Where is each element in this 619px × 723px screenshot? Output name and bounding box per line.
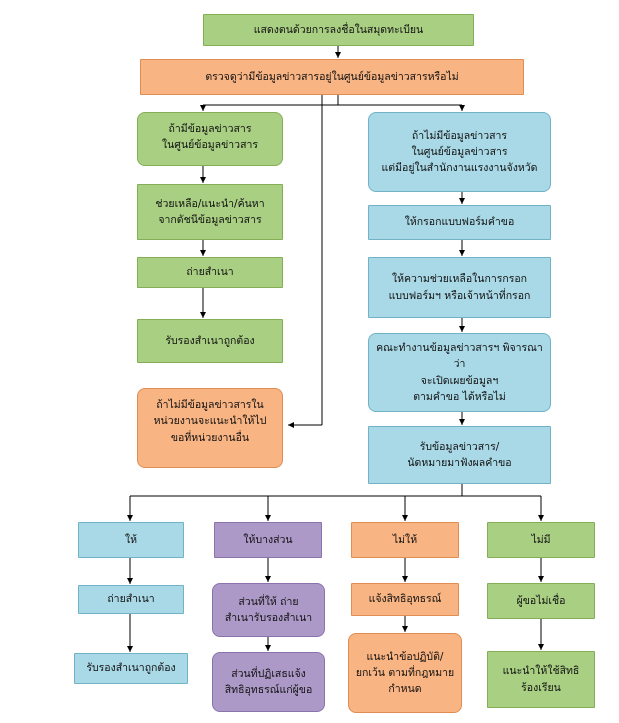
node-certify-left: รับรองสำเนาถูกต้อง	[137, 319, 283, 363]
node-text-line: ถ่ายสำเนา	[186, 266, 234, 279]
node-text: คณะทำงานข้อมูลข่าวสารฯ พิจารณาว่าจะเปิดเ…	[375, 340, 544, 405]
node-committee-review: คณะทำงานข้อมูลข่าวสารฯ พิจารณาว่าจะเปิดเ…	[368, 333, 551, 412]
node-text: รับรองสำเนาถูกต้อง	[86, 660, 175, 676]
node-text-line: ส่วนที่ปฏิเสธแจ้ง	[231, 667, 306, 680]
node-text-line: นัดหมายมาฟังผลคำขอ	[407, 457, 512, 469]
node-text-line: ให้	[124, 533, 138, 546]
node-text-line: ให้ความช่วยเหลือในการกรอก	[391, 273, 528, 286]
node-text-line: ช่วยเหลือ/แนะนำ/ค้นหา	[155, 197, 265, 210]
node-text-line: รับรองสำเนาถูกต้อง	[165, 334, 255, 347]
node-text-line: แสดงตนด้วยการลงชื่อในสมุดทะเบียน	[253, 23, 424, 36]
node-text: ส่วนที่ให้ ถ่ายสำเนารับรองสำเนา	[225, 594, 312, 627]
node-text-line: ในศูนย์ข้อมูลข่าวสาร	[161, 139, 259, 152]
node-text: แนะนำข้อปฏิบัติ/ ยกเว้น ตามที่กฎหมายกำหนด	[356, 649, 454, 698]
node-text-line: ส่วนที่ให้ ถ่าย	[238, 595, 299, 608]
node-text-line: ตรวจดูว่ามีข้อมูลข่าวสารอยู่ในศูนย์ข้อมู…	[205, 70, 459, 83]
node-assist-form: ให้ความช่วยเหลือในการกรอกแบบฟอร์มฯ หรือเ…	[368, 257, 551, 318]
node-text: ส่วนที่ปฏิเสธแจ้งสิทธิอุทธรณ์แก่ผู้ขอ	[225, 666, 313, 699]
node-text-line: ยกเว้น ตามที่กฎหมาย	[355, 666, 455, 679]
node-text: ผู้ขอไม่เชื่อ	[517, 593, 566, 609]
node-text-line: ให้กรอกแบบฟอร์มคำขอ	[404, 216, 515, 229]
node-text-line: คณะทำงานข้อมูลข่าวสารฯ พิจารณาว่า	[376, 341, 543, 371]
node-text-line: รับรองสำเนาถูกต้อง	[86, 662, 176, 675]
node-text-line: แนะนำข้อปฏิบัติ/	[366, 650, 444, 663]
node-text: แสดงตนด้วยการลงชื่อในสมุดทะเบียน	[254, 22, 423, 38]
node-text: ถ้าไม่มีข้อมูลข่าวสารในหน่วยงานจะแนะนำให…	[154, 397, 267, 446]
node-text: ถ้าไม่มีข้อมูลข่าวสารในศูนย์ข้อมูลข่าวสา…	[382, 128, 538, 177]
node-text-line: กำหนด	[388, 683, 422, 696]
node-text-line: หน่วยงานจะแนะนำให้ไป	[153, 415, 267, 428]
node-has-info: ถ้ามีข้อมูลข่าวสารในศูนย์ข้อมูลข่าวสาร	[137, 112, 283, 166]
node-text: ให้บางส่วน	[243, 532, 292, 548]
node-text: ให้	[125, 532, 137, 548]
node-text-line: ไม่ให้	[392, 533, 418, 546]
node-text: ไม่มี	[531, 532, 550, 548]
node-no-info-in-center: ถ้าไม่มีข้อมูลข่าวสารในศูนย์ข้อมูลข่าวสา…	[368, 112, 551, 192]
node-partial-copy-certify: ส่วนที่ให้ ถ่ายสำเนารับรองสำเนา	[212, 583, 325, 637]
node-text-line: แจ้งสิทธิอุทธรณ์	[368, 593, 442, 606]
node-text-line: ถ้าไม่มีข้อมูลข่าวสาร	[411, 129, 508, 142]
node-outcome-none: ไม่มี	[487, 522, 595, 558]
node-text-line: รับข้อมูลข่าวสาร/	[419, 440, 500, 453]
node-give-certify: รับรองสำเนาถูกต้อง	[74, 653, 188, 684]
node-check-info-center: ตรวจดูว่ามีข้อมูลข่าวสารอยู่ในศูนย์ข้อมู…	[140, 59, 524, 95]
node-give-copy: ถ่ายสำเนา	[78, 585, 184, 614]
node-text-line: แนะนำให้ใช้สิทธิ	[502, 665, 580, 678]
node-text: รับรองสำเนาถูกต้อง	[165, 333, 254, 349]
node-outcome-deny: ไม่ให้	[351, 522, 459, 558]
node-text-line: สำเนารับรองสำเนา	[224, 612, 313, 624]
node-text: ช่วยเหลือ/แนะนำ/ค้นหาจากดัชนีข้อมูลข่าวส…	[155, 196, 264, 229]
node-text: ถ่ายสำเนา	[107, 591, 154, 607]
node-text-line: แบบฟอร์มฯ หรือเจ้าหน้าที่กรอก	[388, 289, 531, 302]
node-text: ถ้ามีข้อมูลข่าวสารในศูนย์ข้อมูลข่าวสาร	[162, 121, 258, 154]
node-text-line: ให้บางส่วน	[243, 533, 293, 546]
node-partial-deny-appeal: ส่วนที่ปฏิเสธแจ้งสิทธิอุทธรณ์แก่ผู้ขอ	[212, 652, 325, 712]
node-text-line: จะเปิดเผยข้อมูลฯ	[420, 374, 499, 387]
node-text: แจ้งสิทธิอุทธรณ์	[369, 591, 442, 607]
node-text: ให้ความช่วยเหลือในการกรอกแบบฟอร์มฯ หรือเ…	[389, 271, 531, 304]
node-text-line: ในศูนย์ข้อมูลข่าวสาร	[411, 145, 508, 158]
node-register: แสดงตนด้วยการลงชื่อในสมุดทะเบียน	[203, 14, 474, 46]
node-advise-complaint: แนะนำให้ใช้สิทธิร้องเรียน	[487, 651, 595, 708]
node-text-line: จากดัชนีข้อมูลข่าวสาร	[158, 214, 262, 226]
node-text: ถ่ายสำเนา	[186, 264, 233, 280]
node-text-line: ขอที่หน่วยงานอื่น	[170, 431, 250, 444]
node-outcome-give: ให้	[78, 522, 184, 558]
node-text: แนะนำให้ใช้สิทธิร้องเรียน	[503, 663, 580, 696]
node-text-line: ถ้ามีข้อมูลข่าวสาร	[168, 123, 252, 135]
node-refer-other-agency: ถ้าไม่มีข้อมูลข่าวสารในหน่วยงานจะแนะนำให…	[137, 388, 283, 468]
node-text-line: ตามคำขอ ได้หรือไม่	[413, 390, 506, 403]
node-deny-appeal-right: แจ้งสิทธิอุทธรณ์	[351, 583, 459, 616]
node-text: ไม่ให้	[393, 532, 417, 548]
node-text-line: แต่มีอยู่ในสำนักงานแรงงานจังหวัด	[381, 162, 538, 175]
node-text-line: ถ้าไม่มีข้อมูลข่าวสารใน	[156, 399, 264, 411]
node-text: ตรวจดูว่ามีข้อมูลข่าวสารอยู่ในศูนย์ข้อมู…	[205, 69, 458, 85]
node-text: ให้กรอกแบบฟอร์มคำขอ	[405, 214, 515, 230]
node-text-line: ผู้ขอไม่เชื่อ	[516, 594, 566, 607]
node-outcome-partial: ให้บางส่วน	[214, 522, 322, 558]
node-fill-form: ให้กรอกแบบฟอร์มคำขอ	[368, 205, 551, 240]
node-text-line: ถ่ายสำเนา	[107, 593, 155, 606]
node-text-line: ร้องเรียน	[521, 681, 561, 694]
node-receive-info: รับข้อมูลข่าวสาร/นัดหมายมาฟังผลคำขอ	[368, 426, 551, 484]
node-requester-disbelieves: ผู้ขอไม่เชื่อ	[487, 583, 595, 619]
node-help-search: ช่วยเหลือ/แนะนำ/ค้นหาจากดัชนีข้อมูลข่าวส…	[137, 184, 283, 240]
node-copy-left: ถ่ายสำเนา	[137, 257, 283, 288]
node-deny-advise: แนะนำข้อปฏิบัติ/ ยกเว้น ตามที่กฎหมายกำหนด	[348, 633, 462, 713]
node-text-line: สิทธิอุทธรณ์แก่ผู้ขอ	[224, 684, 313, 696]
node-text-line: ไม่มี	[531, 533, 551, 546]
node-text: รับข้อมูลข่าวสาร/นัดหมายมาฟังผลคำขอ	[407, 439, 511, 472]
